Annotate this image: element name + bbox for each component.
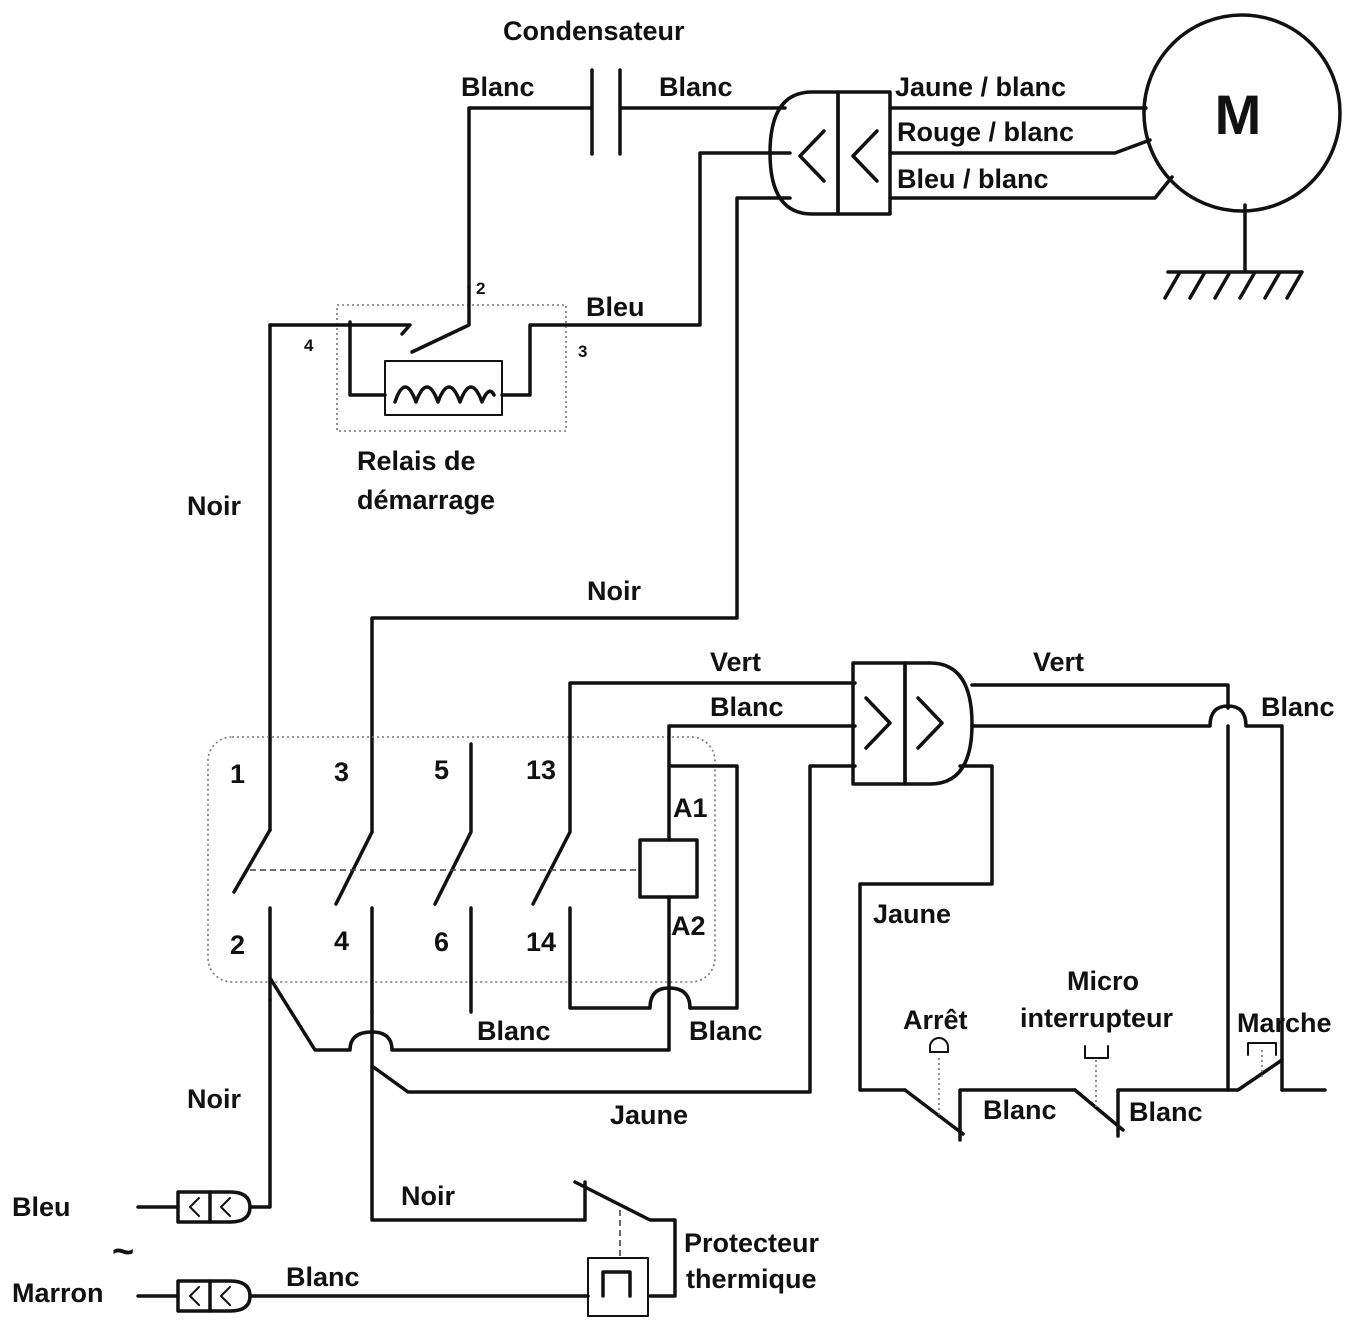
label-contact-a1: A1 bbox=[673, 793, 708, 823]
wire-jaune-bottom bbox=[370, 764, 857, 1094]
switch-micro bbox=[1073, 1045, 1230, 1138]
wire-noir-protector bbox=[370, 1064, 587, 1222]
label-contact-2: 2 bbox=[230, 930, 245, 960]
label-blanc-a1: Blanc bbox=[710, 692, 784, 722]
label-blanc-sw1: Blanc bbox=[983, 1095, 1057, 1125]
label-prot-2: thermique bbox=[686, 1264, 817, 1294]
motor-label: M bbox=[1215, 83, 1262, 146]
label-relay-name-1: Relais de bbox=[357, 446, 476, 476]
wire-blanc-right bbox=[970, 704, 1284, 1092]
label-contact-5: 5 bbox=[434, 755, 449, 785]
label-marron-in: Marron bbox=[12, 1278, 104, 1308]
plug-marron bbox=[136, 1279, 590, 1313]
label-blanc-bottom-right: Blanc bbox=[689, 1016, 763, 1046]
wire-jaune-ctrl bbox=[858, 764, 994, 1092]
label-relay-pin2: 2 bbox=[476, 279, 485, 298]
contactor bbox=[207, 681, 857, 1014]
label-noir-prot: Noir bbox=[401, 1181, 455, 1211]
control-connector bbox=[851, 661, 974, 786]
label-bleu-blanc: Bleu / blanc bbox=[897, 164, 1049, 194]
label-contact-1: 1 bbox=[230, 759, 245, 789]
label-micro-2: interrupteur bbox=[1020, 1003, 1174, 1033]
label-relay-name-2: démarrage bbox=[357, 485, 495, 515]
label-marche: Marche bbox=[1237, 1008, 1332, 1038]
label-cap-right: Blanc bbox=[659, 72, 733, 102]
label-noir-lower: Noir bbox=[187, 1084, 241, 1114]
label-contact-6: 6 bbox=[434, 927, 449, 957]
plug-bleu bbox=[136, 1190, 252, 1224]
label-condensateur: Condensateur bbox=[503, 16, 685, 46]
thermal-protector bbox=[573, 1180, 677, 1317]
label-relay-pin3: 3 bbox=[578, 342, 587, 361]
label-contact-4: 4 bbox=[334, 926, 349, 956]
motor: M bbox=[1142, 13, 1342, 300]
label-blanc-sw2: Blanc bbox=[1129, 1097, 1203, 1127]
label-prot-1: Protecteur bbox=[684, 1228, 820, 1258]
label-rouge-blanc: Rouge / blanc bbox=[897, 117, 1074, 147]
label-jaune-blanc: Jaune / blanc bbox=[895, 72, 1066, 102]
label-vert-left: Vert bbox=[710, 647, 761, 677]
label-tilde: ~ bbox=[112, 1231, 134, 1273]
label-contact-3: 3 bbox=[334, 757, 349, 787]
wire-bleu-blanc bbox=[888, 175, 1174, 200]
start-relay bbox=[268, 151, 792, 432]
switch-arret bbox=[903, 1037, 1077, 1142]
wire-noir-supply bbox=[248, 998, 272, 1209]
label-blanc-bottom: Blanc bbox=[477, 1016, 551, 1046]
wire-vert-right bbox=[970, 683, 1230, 710]
label-bleu-relay: Bleu bbox=[586, 292, 645, 322]
label-blanc-right: Blanc bbox=[1261, 692, 1335, 722]
label-contact-a2: A2 bbox=[671, 911, 706, 941]
label-micro-1: Micro bbox=[1067, 966, 1139, 996]
label-blanc-prot: Blanc bbox=[286, 1262, 360, 1292]
wire-rouge-blanc bbox=[888, 138, 1152, 155]
label-contact-14: 14 bbox=[526, 927, 556, 957]
label-noir-left: Noir bbox=[187, 491, 241, 521]
label-noir-mid: Noir bbox=[587, 576, 641, 606]
ground-symbol bbox=[1163, 203, 1304, 300]
label-cap-left: Blanc bbox=[461, 72, 535, 102]
label-contact-13: 13 bbox=[526, 755, 556, 785]
label-relay-pin4: 4 bbox=[304, 336, 314, 355]
capacitor bbox=[467, 68, 787, 289]
label-arret: Arrêt bbox=[903, 1005, 968, 1035]
label-jaune-ctrl: Jaune bbox=[873, 899, 951, 929]
label-vert-right: Vert bbox=[1033, 647, 1084, 677]
switch-marche bbox=[1226, 1042, 1327, 1092]
wire-noir-3 bbox=[370, 196, 792, 834]
label-jaune-bottom: Jaune bbox=[610, 1100, 688, 1130]
label-bleu-in: Bleu bbox=[12, 1192, 71, 1222]
